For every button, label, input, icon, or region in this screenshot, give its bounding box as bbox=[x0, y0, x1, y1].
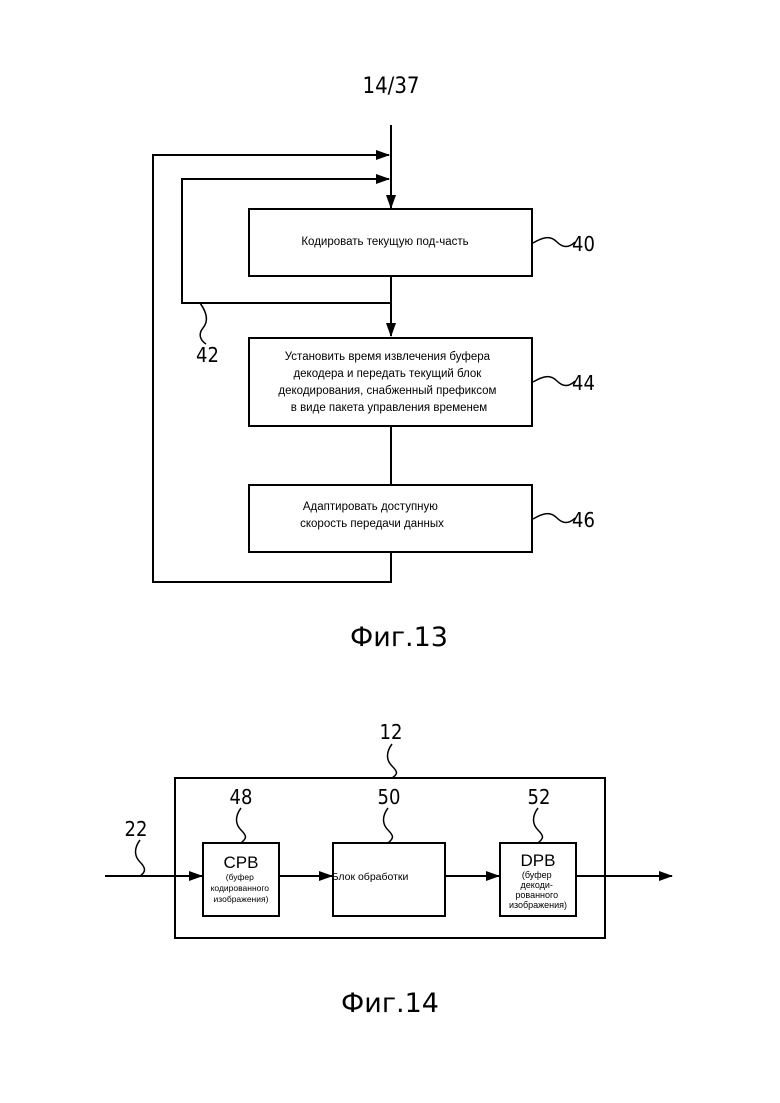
ref-42: 42 bbox=[196, 343, 219, 367]
box-44-text: Установить время извлечения буфера декод… bbox=[278, 351, 499, 414]
leader-52 bbox=[534, 808, 543, 843]
leader-12 bbox=[388, 744, 397, 778]
box-46-text: Адаптировать доступную скорость передачи… bbox=[300, 501, 444, 530]
leader-50 bbox=[384, 808, 393, 843]
fig14-caption: Фиг.14 bbox=[341, 988, 439, 1019]
leader-22 bbox=[136, 840, 145, 876]
ref-22: 22 bbox=[125, 817, 148, 841]
fig13-caption: Фиг.13 bbox=[350, 622, 448, 653]
ref-40: 40 bbox=[572, 232, 595, 256]
ref-12: 12 bbox=[380, 720, 403, 744]
fig14-block-diagram bbox=[105, 744, 672, 938]
leader-42 bbox=[200, 303, 206, 344]
page-number: 14/37 bbox=[362, 74, 419, 99]
ref-46: 46 bbox=[572, 508, 595, 532]
box-40-text: Кодировать текущую под-часть bbox=[301, 236, 468, 248]
leader-48 bbox=[237, 808, 246, 843]
dpb-description: (буфер декоди- рованного изображения) bbox=[509, 870, 567, 910]
ref-52: 52 bbox=[528, 785, 551, 809]
leader-44 bbox=[533, 377, 575, 386]
leader-40 bbox=[533, 238, 575, 247]
processing-box-text: Блок обработки bbox=[332, 871, 409, 883]
ref-50: 50 bbox=[378, 785, 401, 809]
ref-48: 48 bbox=[230, 785, 253, 809]
dpb-title: DPB bbox=[521, 851, 556, 870]
ref-44: 44 bbox=[572, 371, 595, 395]
cpb-description: (буфер кодированного изображения) bbox=[211, 872, 272, 904]
cpb-title: CPB bbox=[224, 853, 259, 872]
leader-46 bbox=[533, 514, 575, 523]
